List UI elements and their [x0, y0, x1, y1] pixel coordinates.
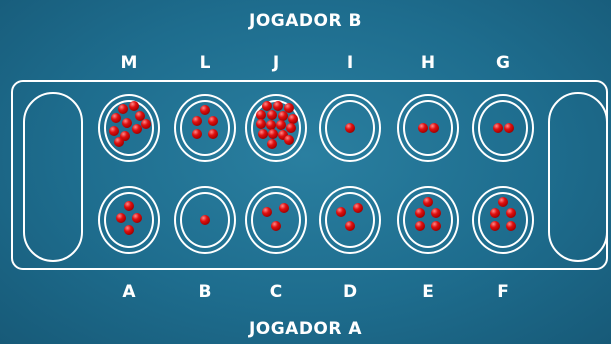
pit-label-e: E — [413, 282, 443, 302]
pit-e[interactable] — [397, 186, 459, 254]
seed — [345, 123, 355, 133]
pit-label-f: F — [488, 282, 518, 302]
pit-label-m: M — [114, 53, 144, 73]
seed — [200, 105, 210, 115]
seed — [418, 123, 428, 133]
pit-label-l: L — [190, 53, 220, 73]
seed — [431, 221, 441, 231]
seed — [506, 221, 516, 231]
pit-h-inner-ring — [403, 100, 453, 156]
store-left[interactable] — [23, 92, 83, 262]
seed — [192, 129, 202, 139]
pit-h[interactable] — [397, 94, 459, 162]
pit-f[interactable] — [472, 186, 534, 254]
pit-j[interactable] — [245, 94, 307, 162]
seed — [124, 225, 134, 235]
seed — [114, 137, 124, 147]
seed — [429, 123, 439, 133]
seed — [141, 119, 151, 129]
seed — [490, 221, 500, 231]
seed — [258, 129, 268, 139]
pit-c-inner-ring — [251, 192, 301, 248]
seed — [200, 215, 210, 225]
seed — [279, 203, 289, 213]
seed — [431, 208, 441, 218]
seed — [192, 116, 202, 126]
pit-label-c: C — [261, 282, 291, 302]
seed — [276, 120, 286, 130]
pit-label-j: J — [261, 53, 291, 73]
seed — [262, 207, 272, 217]
pit-label-b: B — [190, 282, 220, 302]
seed — [286, 123, 296, 133]
seed — [268, 129, 278, 139]
seed — [271, 221, 281, 231]
pit-d[interactable] — [319, 186, 381, 254]
pit-i[interactable] — [319, 94, 381, 162]
seed — [506, 208, 516, 218]
seed — [132, 213, 142, 223]
seed — [415, 208, 425, 218]
pit-a[interactable] — [98, 186, 160, 254]
seed — [256, 119, 266, 129]
seed — [111, 113, 121, 123]
seed — [284, 135, 294, 145]
pit-g-inner-ring — [478, 100, 528, 156]
pit-c[interactable] — [245, 186, 307, 254]
pit-label-a: A — [114, 282, 144, 302]
pit-l[interactable] — [174, 94, 236, 162]
pit-label-h: H — [413, 53, 443, 73]
seed — [109, 126, 119, 136]
store-right[interactable] — [548, 92, 608, 262]
pit-label-d: D — [335, 282, 365, 302]
seed — [124, 201, 134, 211]
seed — [208, 129, 218, 139]
player-a-label: JOGADOR A — [0, 319, 611, 339]
seed — [498, 197, 508, 207]
seed — [415, 221, 425, 231]
seed — [273, 101, 283, 111]
seed — [353, 203, 363, 213]
seed — [490, 208, 500, 218]
pit-label-i: I — [335, 53, 365, 73]
seed — [267, 139, 277, 149]
seed — [267, 110, 277, 120]
seed — [122, 118, 132, 128]
seed — [118, 104, 128, 114]
seed — [345, 221, 355, 231]
pit-d-inner-ring — [325, 192, 375, 248]
pit-label-g: G — [488, 53, 518, 73]
seed — [129, 101, 139, 111]
seed — [336, 207, 346, 217]
pit-g[interactable] — [472, 94, 534, 162]
seed — [504, 123, 514, 133]
player-b-label: JOGADOR B — [0, 11, 611, 31]
seed — [208, 116, 218, 126]
pit-b[interactable] — [174, 186, 236, 254]
pit-m[interactable] — [98, 94, 160, 162]
seed — [116, 213, 126, 223]
seed — [423, 197, 433, 207]
seed — [493, 123, 503, 133]
